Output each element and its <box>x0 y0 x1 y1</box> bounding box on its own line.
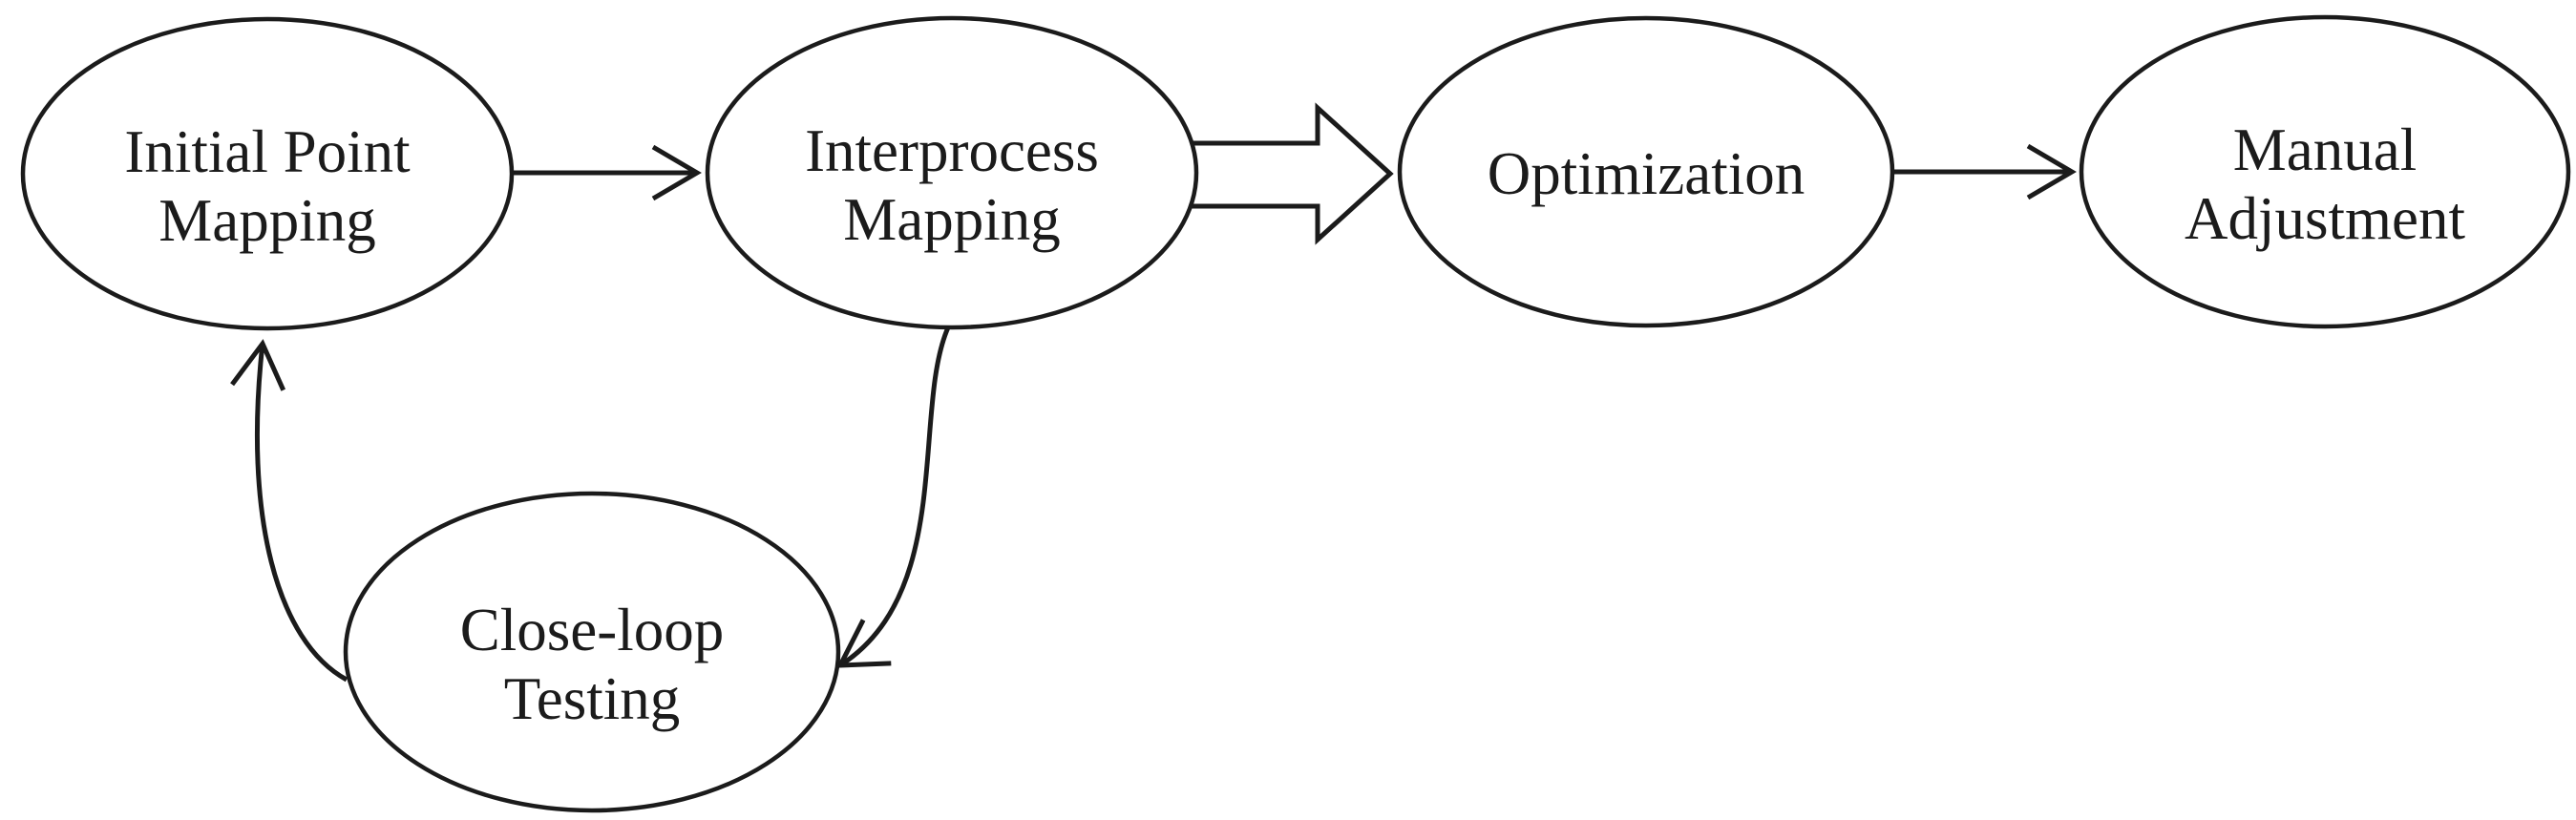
node-interprocess-mapping: Interprocess Mapping <box>705 15 1199 330</box>
node-initial-point-mapping: Initial Point Mapping <box>20 16 515 331</box>
node-label-line: Interprocess <box>805 117 1099 184</box>
edge-interprocess-to-closeloop-curve <box>835 326 951 668</box>
edge-interprocess-to-optimization-block-arrow <box>1190 102 1394 245</box>
node-label-line: Mapping <box>158 187 375 254</box>
ellipse-shape <box>20 16 515 331</box>
ellipse-shape <box>2079 14 2571 329</box>
node-label-line: Testing <box>504 665 681 732</box>
edge-closeloop-to-initial-curve <box>230 339 348 683</box>
node-manual-adjustment: Manual Adjustment <box>2079 14 2571 329</box>
node-label-line: Mapping <box>843 186 1060 253</box>
node-label-line: Optimization <box>1488 140 1805 207</box>
ellipse-shape <box>343 491 841 813</box>
node-close-loop-testing: Close-loop Testing <box>343 491 841 813</box>
node-label-line: Close-loop <box>460 597 725 663</box>
diagram-root: Initial Point Mapping Interprocess Mappi… <box>20 14 2571 813</box>
node-optimization: Optimization <box>1397 15 1895 328</box>
ellipse-shape <box>1397 15 1895 328</box>
node-label-line: Adjustment <box>2185 185 2465 252</box>
node-label-line: Initial Point <box>124 118 411 185</box>
node-label-line: Manual <box>2233 116 2417 183</box>
ellipse-shape <box>705 15 1199 330</box>
